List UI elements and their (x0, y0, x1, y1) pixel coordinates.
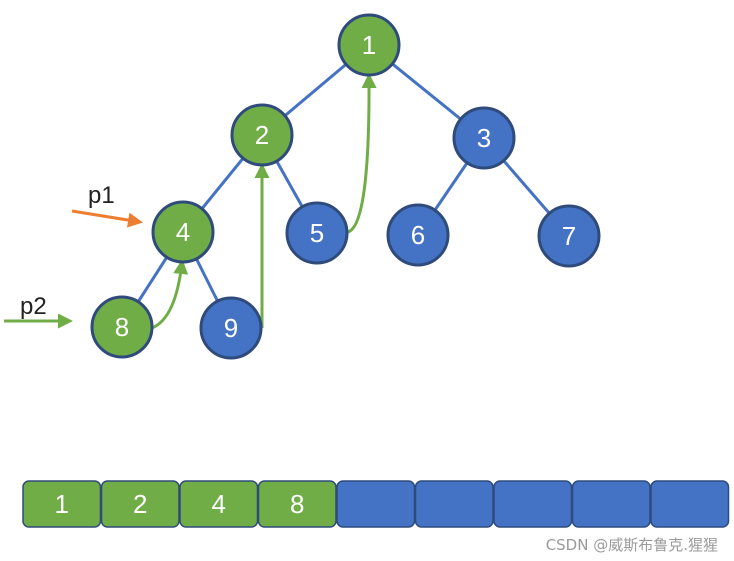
tree-node-9: 9 (199, 296, 263, 360)
array-cell-box (650, 480, 730, 528)
tree-node-circle (230, 103, 294, 167)
tree-node-circle (285, 201, 349, 265)
tree-node-circle (386, 203, 450, 267)
tree-node-label: 1 (362, 30, 376, 60)
tree-node-4: 4 (151, 200, 215, 264)
array-cell-box (414, 480, 494, 528)
array-cell-label: 4 (212, 489, 226, 519)
array-cell-box (100, 480, 180, 528)
return-path-arrows (151, 73, 377, 330)
watermark: CSDN @威斯布鲁克.猩猩 (546, 536, 718, 554)
return-arrow-5-1 (347, 73, 377, 234)
tree-node-7: 7 (537, 204, 601, 268)
array-cell-box (493, 480, 573, 528)
array-cell-box (179, 480, 259, 528)
tree-node-3: 3 (452, 106, 516, 170)
tree-edges (120, 43, 571, 329)
array-cells: 1 2 4 8 (22, 480, 730, 528)
tree-node-label: 2 (255, 120, 269, 150)
array-cell-0: 1 (22, 480, 102, 528)
array-cell-box (336, 480, 416, 528)
array-cell-6 (493, 480, 573, 528)
array-cell-label: 1 (55, 489, 69, 519)
array-cell-3: 8 (257, 480, 337, 528)
tree-node-label: 3 (477, 123, 491, 153)
array-cell-label: 8 (290, 489, 304, 519)
tree-node-label: 7 (562, 221, 576, 251)
pointer-arrows: p1 p2 (4, 182, 143, 329)
tree-node-circle (90, 295, 154, 359)
pointer-label: p1 (88, 182, 115, 209)
tree-node-1: 1 (337, 13, 401, 77)
tree-node-circle (537, 204, 601, 268)
array-cell-7 (571, 480, 651, 528)
tree-node-circle (199, 296, 263, 360)
tree-node-circle (337, 13, 401, 77)
tree-node-circle (452, 106, 516, 170)
array-cell-2: 4 (179, 480, 259, 528)
tree-node-label: 5 (310, 218, 324, 248)
array-cell-1: 2 (100, 480, 180, 528)
pointer-arrow (71, 209, 143, 228)
tree-node-label: 8 (115, 312, 129, 342)
tree-node-label: 4 (176, 217, 190, 247)
array-cell-8 (650, 480, 730, 528)
array-cell-box (22, 480, 102, 528)
tree-nodes: 1 2 3 4 5 6 7 8 9 (90, 13, 601, 360)
pointer-label: p2 (20, 293, 47, 320)
array-cell-box (257, 480, 337, 528)
array-cell-label: 2 (133, 489, 147, 519)
tree-node-6: 6 (386, 203, 450, 267)
array-cell-4 (336, 480, 416, 528)
tree-node-circle (151, 200, 215, 264)
return-arrow-8-4 (151, 259, 189, 330)
tree-node-5: 5 (285, 201, 349, 265)
pointer-p1: p1 (71, 182, 143, 228)
tree-node-8: 8 (90, 295, 154, 359)
array-cell-box (571, 480, 651, 528)
tree-node-label: 9 (224, 313, 238, 343)
pointer-p2: p2 (4, 293, 73, 329)
tree-node-2: 2 (230, 103, 294, 167)
array-cell-5 (414, 480, 494, 528)
tree-node-label: 6 (411, 220, 425, 250)
